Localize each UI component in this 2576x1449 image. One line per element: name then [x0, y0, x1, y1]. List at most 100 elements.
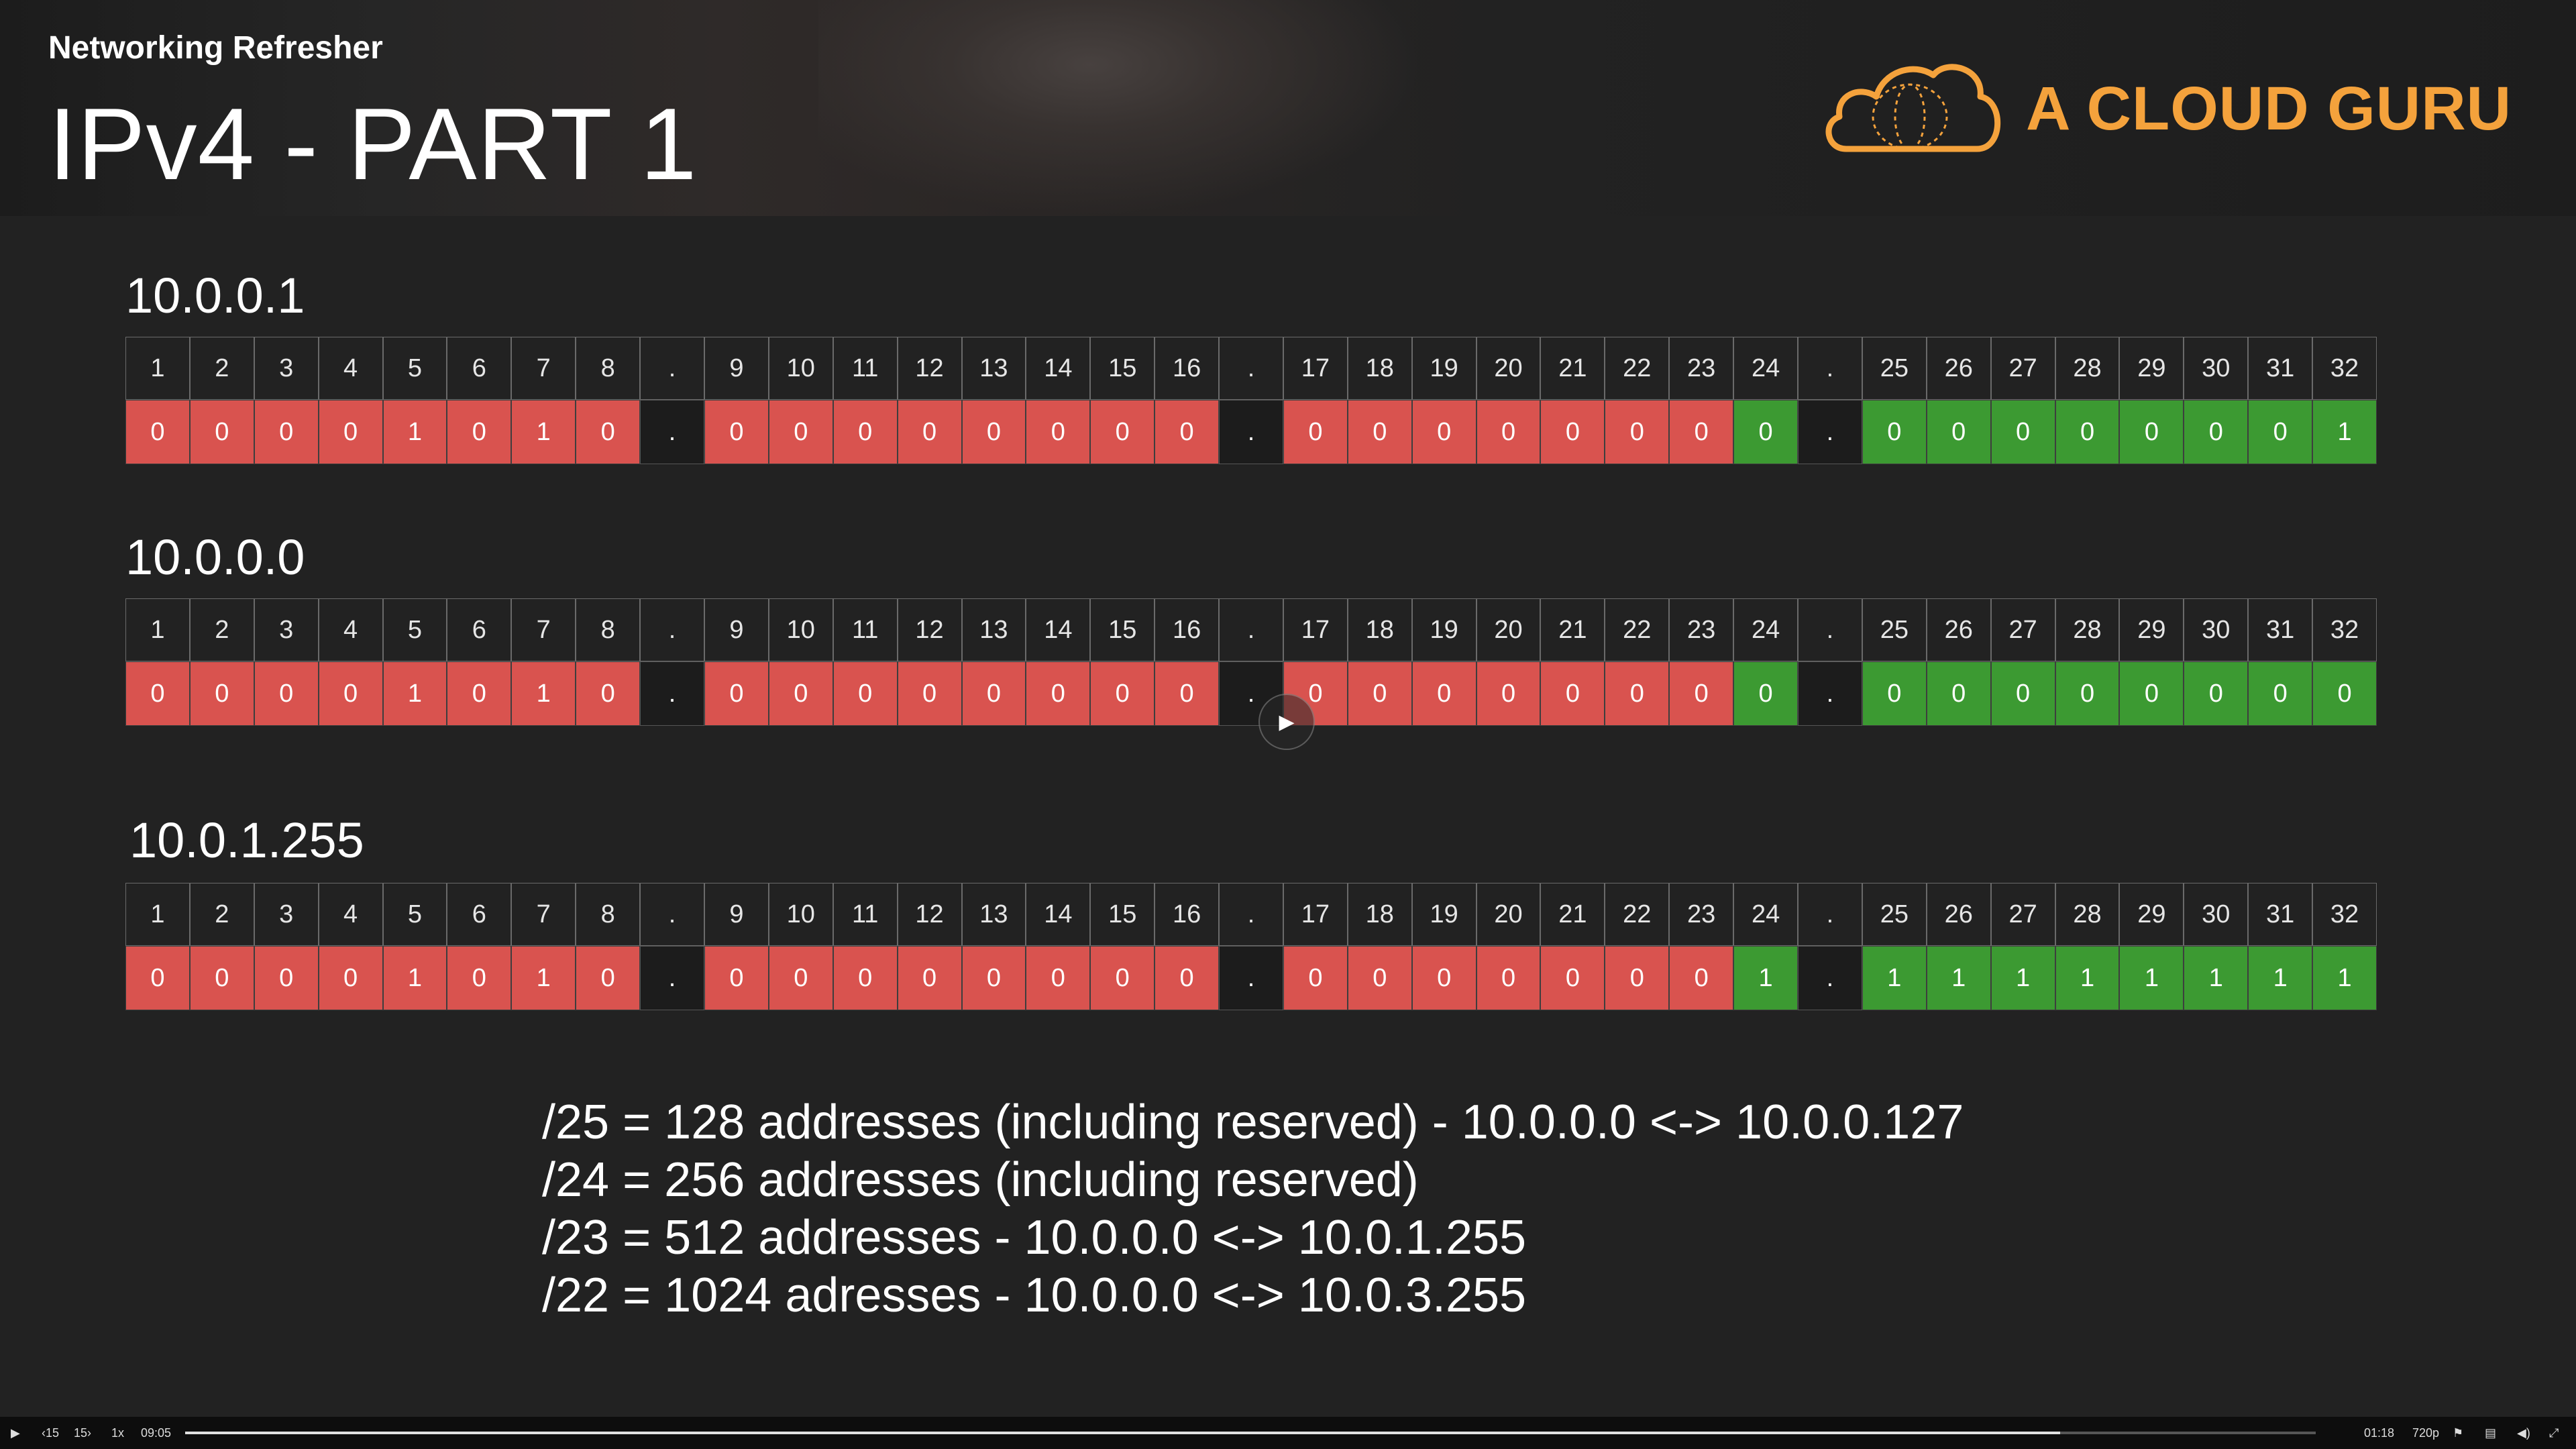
- bit-position-cell: 29: [2119, 883, 2184, 946]
- network-bit-cell: 0: [897, 400, 962, 464]
- bit-position-cell: 11: [833, 337, 898, 400]
- network-bit-cell: 0: [1155, 400, 1220, 464]
- fullscreen-icon[interactable]: ⤢: [2549, 1426, 2559, 1440]
- bit-position-cell: 21: [1540, 337, 1605, 400]
- bit-position-cell: 24: [1733, 598, 1799, 661]
- ip-address-label: 10.0.1.255: [129, 812, 364, 868]
- network-bit-cell: 0: [1669, 400, 1734, 464]
- ip-address-label: 10.0.0.0: [125, 529, 305, 585]
- bit-position-cell: 30: [2184, 883, 2249, 946]
- bit-position-cell: 8: [576, 598, 641, 661]
- network-bit-cell: 0: [704, 400, 769, 464]
- octet-separator: .: [640, 400, 704, 464]
- formula-line: /25 = 128 addresses (including reserved)…: [542, 1095, 1964, 1149]
- captions-icon[interactable]: ▤: [2485, 1426, 2497, 1440]
- bit-position-cell: 32: [2312, 598, 2377, 661]
- host-bit-cell: 0: [1733, 400, 1799, 464]
- network-bit-cell: 0: [1540, 661, 1605, 726]
- forward-button[interactable]: 15›: [74, 1426, 92, 1440]
- playback-speed-button[interactable]: 1x: [111, 1426, 125, 1440]
- bit-position-cell: 7: [511, 598, 576, 661]
- host-bit-cell: 0: [1862, 400, 1927, 464]
- bit-position-cell: 18: [1347, 883, 1412, 946]
- octet-separator: .: [640, 883, 704, 946]
- network-bit-cell: 0: [1155, 946, 1220, 1010]
- network-bit-cell: 0: [1669, 661, 1734, 726]
- network-bit-cell: 0: [1605, 400, 1670, 464]
- bit-position-cell: 7: [511, 337, 576, 400]
- bit-position-cell: 5: [382, 883, 447, 946]
- octet-separator: .: [1798, 598, 1862, 661]
- bit-position-cell: 14: [1026, 337, 1091, 400]
- subnet-formulas: /25 = 128 addresses (including reserved)…: [542, 1093, 1964, 1324]
- bit-position-cell: 12: [897, 883, 962, 946]
- network-bit-cell: 0: [1283, 400, 1348, 464]
- bit-position-cell: 24: [1733, 883, 1799, 946]
- bit-position-cell: 29: [2119, 337, 2184, 400]
- bit-position-cell: 16: [1155, 337, 1220, 400]
- network-bit-cell: 0: [254, 400, 319, 464]
- network-bit-cell: 0: [768, 400, 833, 464]
- bit-position-cell: 31: [2248, 598, 2313, 661]
- bit-position-cell: 16: [1155, 598, 1220, 661]
- octet-separator: .: [1219, 337, 1283, 400]
- network-bit-cell: 0: [1669, 946, 1734, 1010]
- bit-position-cell: 15: [1090, 883, 1155, 946]
- network-bit-cell: 0: [576, 946, 641, 1010]
- bit-position-cell: 1: [125, 337, 190, 400]
- remaining-time: 01:18: [2364, 1426, 2395, 1440]
- host-bit-cell: 0: [2119, 400, 2184, 464]
- bit-position-cell: 1: [125, 883, 190, 946]
- bit-position-cell: 28: [2055, 598, 2120, 661]
- network-bit-cell: 0: [1347, 400, 1412, 464]
- bit-position-cell: 11: [833, 598, 898, 661]
- octet-separator: .: [1219, 400, 1283, 464]
- bit-position-cell: 2: [189, 337, 254, 400]
- bit-position-cell: 21: [1540, 598, 1605, 661]
- octet-separator: .: [1798, 883, 1862, 946]
- bit-position-cell: 25: [1862, 883, 1927, 946]
- bit-position-cell: 31: [2248, 337, 2313, 400]
- bit-position-cell: 4: [318, 598, 383, 661]
- host-bit-cell: 1: [2312, 400, 2377, 464]
- network-bit-cell: 0: [1476, 400, 1541, 464]
- play-overlay-button[interactable]: ▶: [1258, 694, 1315, 750]
- bit-position-cell: 3: [254, 337, 319, 400]
- quality-button[interactable]: 720p: [2412, 1426, 2440, 1440]
- network-bit-cell: 0: [704, 946, 769, 1010]
- host-bit-cell: 1: [1862, 946, 1927, 1010]
- network-bit-cell: 0: [1026, 400, 1091, 464]
- network-bit-cell: 0: [768, 661, 833, 726]
- bit-position-cell: 22: [1605, 337, 1670, 400]
- flag-icon[interactable]: ⚑: [2453, 1426, 2464, 1440]
- network-bit-cell: 0: [1026, 661, 1091, 726]
- bit-position-cell: 13: [961, 883, 1026, 946]
- play-icon: ▶: [1279, 710, 1295, 733]
- network-bit-cell: 1: [382, 661, 447, 726]
- bit-position-cell: 14: [1026, 883, 1091, 946]
- host-bit-cell: 1: [2055, 946, 2120, 1010]
- network-bit-cell: 0: [833, 946, 898, 1010]
- network-bit-cell: 0: [189, 661, 254, 726]
- bit-position-cell: 5: [382, 337, 447, 400]
- bit-position-cell: 6: [447, 337, 512, 400]
- host-bit-cell: 1: [2184, 946, 2249, 1010]
- volume-icon[interactable]: ◀): [2517, 1426, 2530, 1440]
- bit-position-cell: 10: [768, 598, 833, 661]
- host-bit-cell: 1: [1990, 946, 2055, 1010]
- network-bit-cell: 0: [254, 946, 319, 1010]
- network-bit-cell: 0: [1605, 946, 1670, 1010]
- octet-separator: .: [640, 598, 704, 661]
- bit-position-cell: 15: [1090, 337, 1155, 400]
- play-icon[interactable]: ▶: [11, 1426, 20, 1440]
- bit-position-cell: 2: [189, 883, 254, 946]
- host-bit-cell: 0: [1862, 661, 1927, 726]
- bit-position-cell: 27: [1990, 598, 2055, 661]
- network-bit-cell: 0: [1476, 661, 1541, 726]
- current-time: 09:05: [141, 1426, 172, 1440]
- rewind-button[interactable]: ‹15: [42, 1426, 60, 1440]
- network-bit-cell: 0: [1090, 400, 1155, 464]
